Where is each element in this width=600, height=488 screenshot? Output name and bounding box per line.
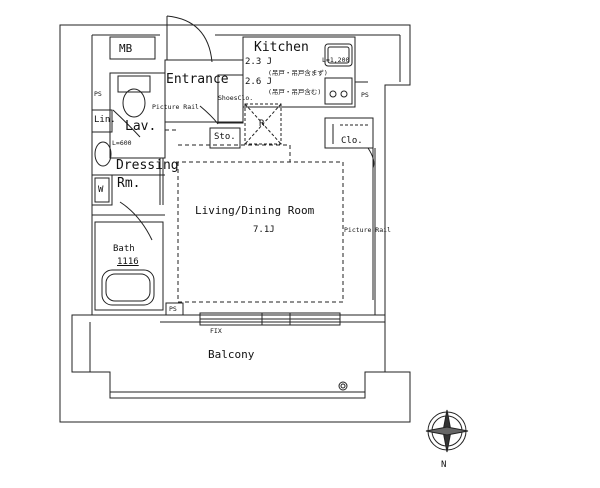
balcony-label: Balcony <box>208 348 255 361</box>
storage-closet <box>209 127 241 149</box>
ps-top-right-label: PS <box>361 91 369 99</box>
picture-rail-right-label: Picture Rail <box>344 226 391 234</box>
picture-rail-dashed <box>177 161 344 303</box>
compass-rose <box>425 409 469 453</box>
kitchen-note-2: (吊戸・吊戸含む) <box>268 88 322 96</box>
outer-wall-left-inner <box>71 35 93 373</box>
washer-label: W <box>98 185 104 195</box>
washer-pan <box>91 174 113 206</box>
lavatory-label: Lav. <box>125 119 157 134</box>
shoes-closet-label: ShoesClo. <box>218 94 254 102</box>
bath-room <box>94 221 164 311</box>
outer-wall <box>59 24 411 423</box>
dressing-label-2: Rm. <box>117 176 141 191</box>
entrance-door-arc <box>166 15 213 63</box>
bathtub <box>101 269 155 306</box>
balcony-drain <box>338 381 348 391</box>
bath-size-label: 1116 <box>117 257 139 267</box>
lav-counter-label: L=600 <box>112 139 132 147</box>
balcony-outline <box>89 322 386 399</box>
linen-shelf <box>91 109 113 133</box>
bath-label: Bath <box>113 244 135 254</box>
cooktop <box>324 77 353 105</box>
ps-bottom-label: PS <box>169 305 177 313</box>
sink <box>324 43 353 67</box>
closet-right <box>324 117 374 149</box>
entrance-floor <box>164 59 244 123</box>
kitchen-label: Kitchen <box>254 40 309 55</box>
mb-box <box>109 36 156 60</box>
living-size-label: 7.1J <box>253 225 275 235</box>
lav-basin <box>94 141 112 167</box>
ps-top-left-label: PS <box>94 90 102 98</box>
entrance-label: Entrance <box>166 72 229 87</box>
fix-label: FIX <box>210 327 222 335</box>
toilet <box>117 75 151 93</box>
compass-north-label: N <box>441 460 447 470</box>
kitchen-size-2: 2.6 J <box>245 77 273 87</box>
kitchen-note-1: (吊戸・吊戸含まず) <box>268 69 328 77</box>
living-dining-label: Living/Dining Room <box>195 204 315 217</box>
refrigerator-label: R <box>259 119 265 129</box>
dressing-label-1: Dressing <box>116 158 179 173</box>
linen-label: Lin. <box>94 115 116 125</box>
kitchen-size-1: 2.3 J <box>245 57 273 67</box>
ps-bottom-box <box>165 302 184 316</box>
lavatory-block <box>109 72 166 159</box>
storage-label: Sto. <box>214 132 236 142</box>
picture-rail-left-label: Picture Rail <box>152 103 199 111</box>
closet-label: Clo. <box>341 136 363 146</box>
refrigerator-space <box>244 103 282 145</box>
counter-length: L=1,200 <box>322 56 350 64</box>
shoes-closet <box>217 74 244 124</box>
mb-label: MB <box>119 42 133 55</box>
